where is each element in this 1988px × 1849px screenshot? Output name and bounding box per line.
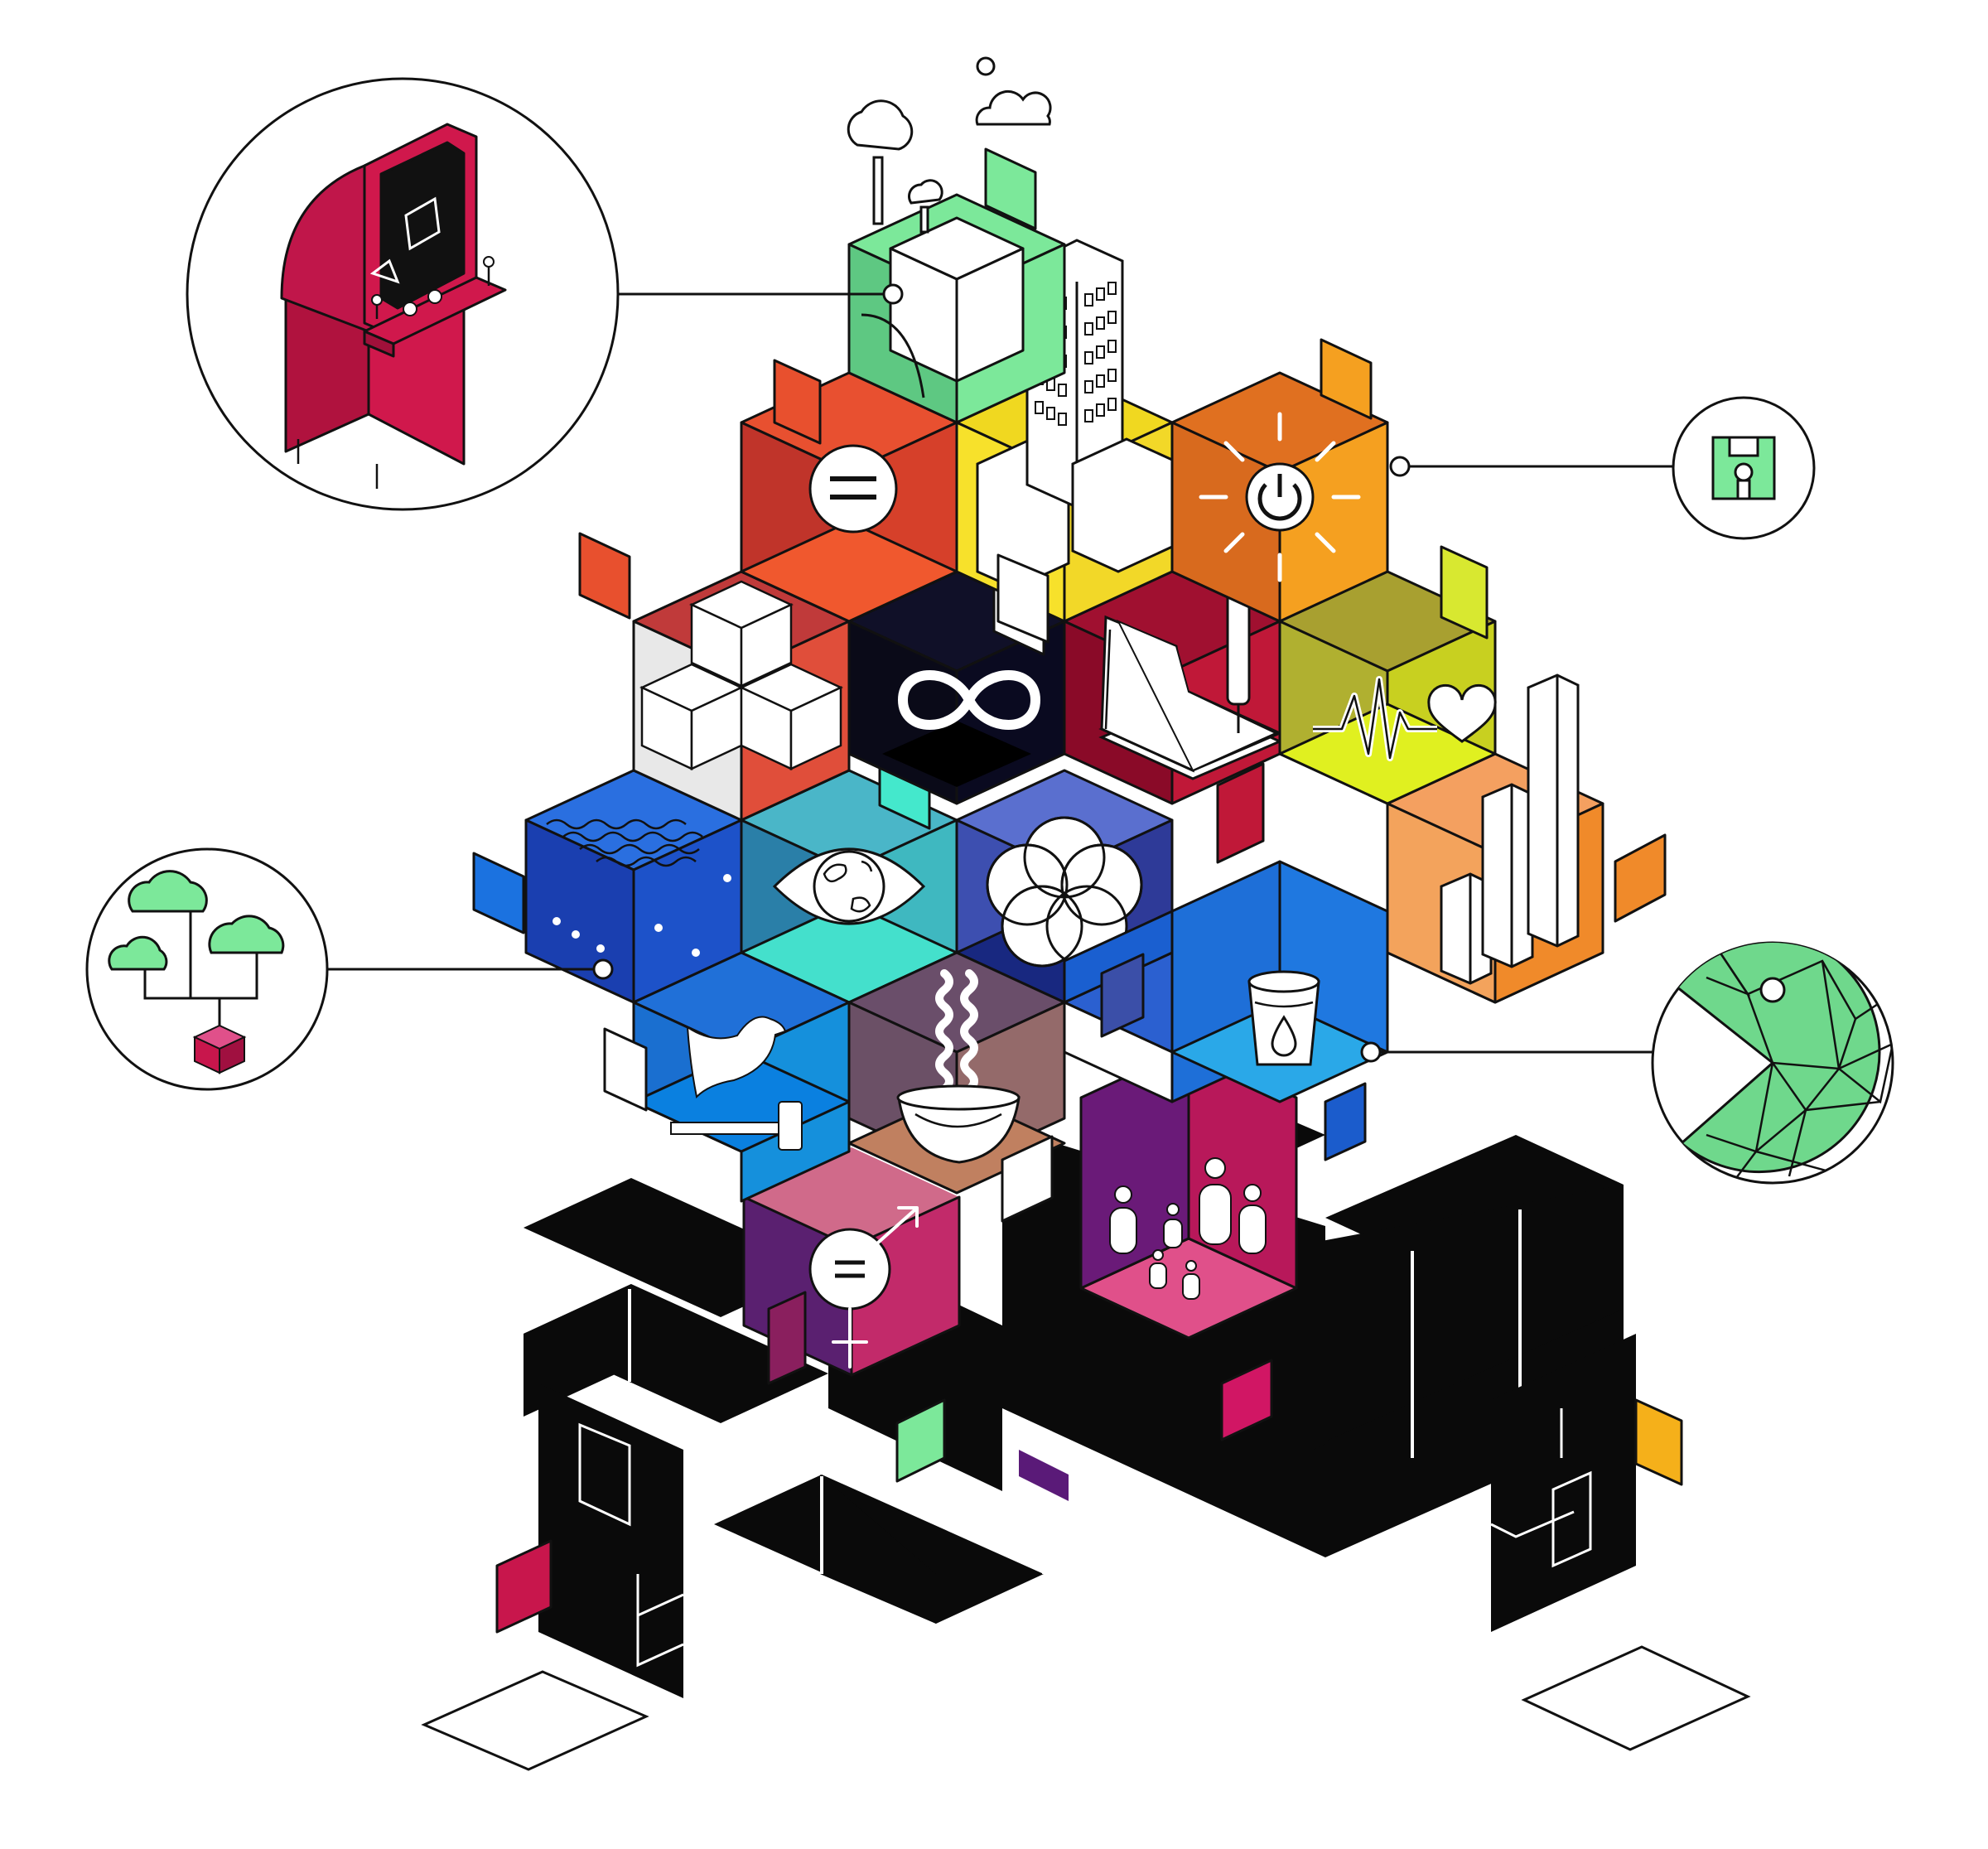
power-button-icon (1199, 412, 1361, 582)
cube-growth (1386, 673, 1667, 1004)
people-icon (1109, 1157, 1267, 1300)
bar-chart-icon (1440, 673, 1580, 985)
black-base-structure (421, 1085, 1751, 1771)
cube-community (1079, 1046, 1298, 1441)
water-dots (552, 874, 731, 957)
sun-icon (976, 56, 996, 76)
stacked-cubes-icon (639, 580, 843, 770)
floor-tile-right (1521, 1645, 1751, 1751)
tree-hierarchy-icon (108, 870, 285, 1074)
cube-equality (740, 359, 958, 623)
cloud-icon (975, 90, 1052, 126)
floating-panels (495, 1398, 1683, 1634)
water-glass-icon (1247, 970, 1320, 1066)
eye-globe-icon (772, 847, 926, 925)
infinity-icon (898, 670, 1040, 730)
noodle-bowl-icon (896, 969, 1021, 1164)
callout-chomper (1651, 941, 1894, 1185)
floppy-disk-icon (1711, 436, 1776, 500)
heartbeat-icon (1313, 676, 1497, 761)
book-pen-icon (1098, 578, 1283, 780)
callout-tree (85, 847, 329, 1091)
cube-clean-water (1063, 860, 1389, 1161)
polygon-chomper-icon (1662, 943, 1893, 1183)
floor-tile-left (421, 1670, 649, 1771)
cube-water (472, 769, 743, 1004)
water-waves-icon (546, 818, 703, 867)
arcade-cabinet-icon (280, 123, 507, 489)
dove-gavel-icon (670, 1016, 803, 1151)
cube-food (847, 951, 1066, 1223)
cube-energy (1170, 338, 1389, 623)
callout-diskette (1672, 396, 1816, 540)
equals-circle-icon (808, 444, 898, 533)
rings-icon (986, 816, 1143, 968)
callout-connectors (327, 283, 1673, 1063)
callout-arcade (186, 77, 620, 511)
gender-equality-icon (808, 1206, 919, 1369)
cube-greenery (847, 56, 1066, 424)
tree-icon (847, 99, 943, 234)
